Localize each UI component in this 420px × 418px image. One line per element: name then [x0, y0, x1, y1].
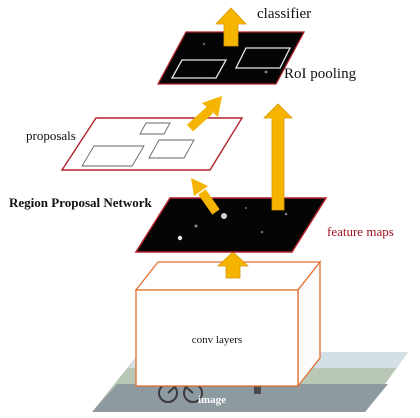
feature-maps-plane [134, 197, 328, 253]
conv-layers-label: conv layers [192, 334, 242, 346]
proposal-box [148, 139, 195, 159]
proposal-arrow-shaft [186, 106, 214, 132]
roi-activation [202, 42, 206, 46]
up-arrow-icon [263, 103, 293, 211]
image-label: image [198, 394, 226, 406]
feature-activation [177, 235, 183, 241]
proposals-plane [60, 117, 244, 171]
roi-pooling-plane [156, 31, 306, 85]
feature-activation [194, 224, 198, 228]
proposal-arrow-head [202, 96, 222, 117]
roi-pooling-label: RoI pooling [284, 66, 357, 82]
up-arrow-icon [191, 178, 220, 215]
feature-activation [260, 230, 264, 234]
up-arrow-icon [216, 251, 250, 279]
feature-activation [244, 206, 248, 210]
proposals-surface [60, 117, 244, 171]
feature-activation [221, 213, 227, 219]
roi-pooling-surface [156, 31, 306, 85]
proposals-label: proposals [26, 128, 76, 143]
rpn-arrow-shaft [198, 189, 220, 215]
feature-maps-surface [134, 197, 328, 253]
proposal-box [139, 122, 171, 135]
roi-activation [264, 70, 268, 74]
classifier-label: classifier [257, 6, 311, 22]
conv-box-front [135, 289, 299, 387]
feature-activation [284, 212, 288, 216]
rpn-label: Region Proposal Network [9, 195, 153, 210]
proposal-box [81, 145, 145, 167]
roi-box [234, 47, 292, 69]
conv-layers-box: conv layers [134, 260, 322, 388]
up-arrow-icon [186, 96, 222, 132]
roi-box [170, 59, 228, 79]
feature-maps-label: feature maps [327, 224, 394, 239]
image-road [92, 384, 388, 412]
up-arrow-icon [215, 7, 247, 47]
rpn-arrow-head [191, 178, 208, 196]
